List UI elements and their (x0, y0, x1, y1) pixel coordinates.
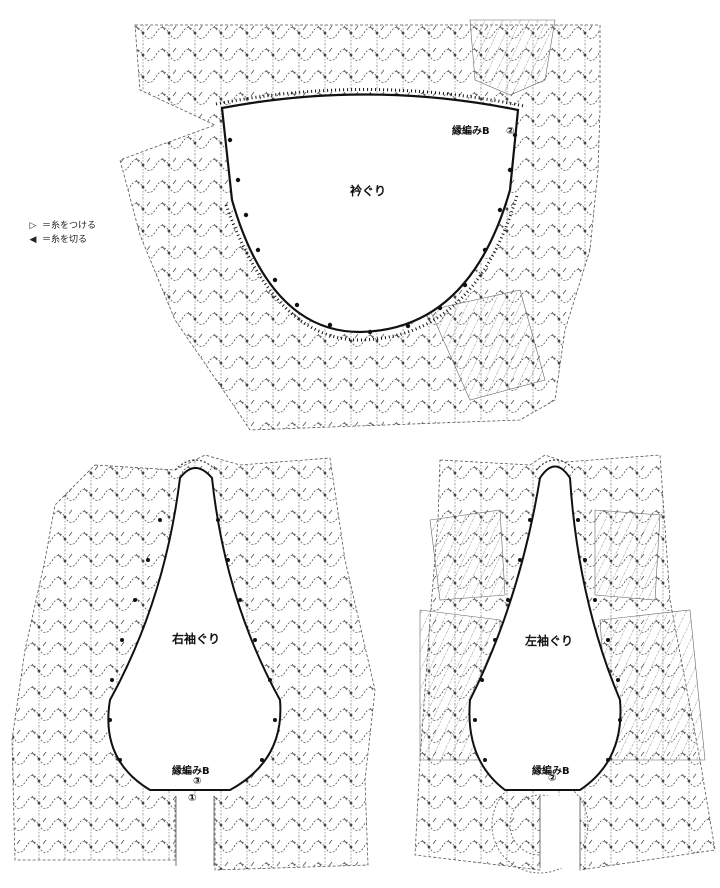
attach-yarn-icon: ▷ (29, 221, 37, 231)
left-fan-upper-left (429, 509, 506, 601)
pineapple-fan-lower (429, 289, 546, 401)
left-fan-upper-right (594, 509, 661, 601)
right-armhole-opening (107, 467, 282, 791)
neckline-edging (215, 88, 525, 108)
legend: ▷ ＝糸をつける ◀ ＝糸を切る (28, 219, 96, 247)
left-mark: ② (548, 773, 557, 784)
right-armhole-label: 右袖ぐり (172, 632, 221, 646)
right-armhole-piece (11, 454, 376, 871)
left-armhole-gap (540, 796, 580, 868)
legend-attach: ▷ ＝糸をつける (28, 219, 96, 233)
neckline-opening (220, 93, 520, 334)
left-armhole-opening (468, 465, 622, 791)
left-edge-label: 縁編みB (532, 766, 570, 777)
neckline-piece (119, 19, 601, 431)
right-mark-top: ③ (193, 776, 202, 787)
neck-edge-label: 縁編みB (452, 126, 490, 137)
right-mark-bottom: ① (188, 793, 197, 804)
legend-cut-text: ＝糸を切る (42, 235, 88, 245)
neckline-label: 衿ぐり (350, 184, 387, 198)
right-armhole-gap (176, 796, 214, 866)
cut-yarn-icon: ◀ (29, 235, 37, 245)
legend-cut: ◀ ＝糸を切る (28, 233, 96, 247)
left-armhole-label: 左袖ぐり (525, 634, 574, 648)
left-armhole-piece (414, 454, 716, 874)
pineapple-fan-top (469, 19, 556, 96)
neck-mark: ② (506, 126, 515, 137)
legend-attach-text: ＝糸をつける (42, 221, 97, 231)
right-edge-label: 縁編みB (172, 766, 210, 777)
